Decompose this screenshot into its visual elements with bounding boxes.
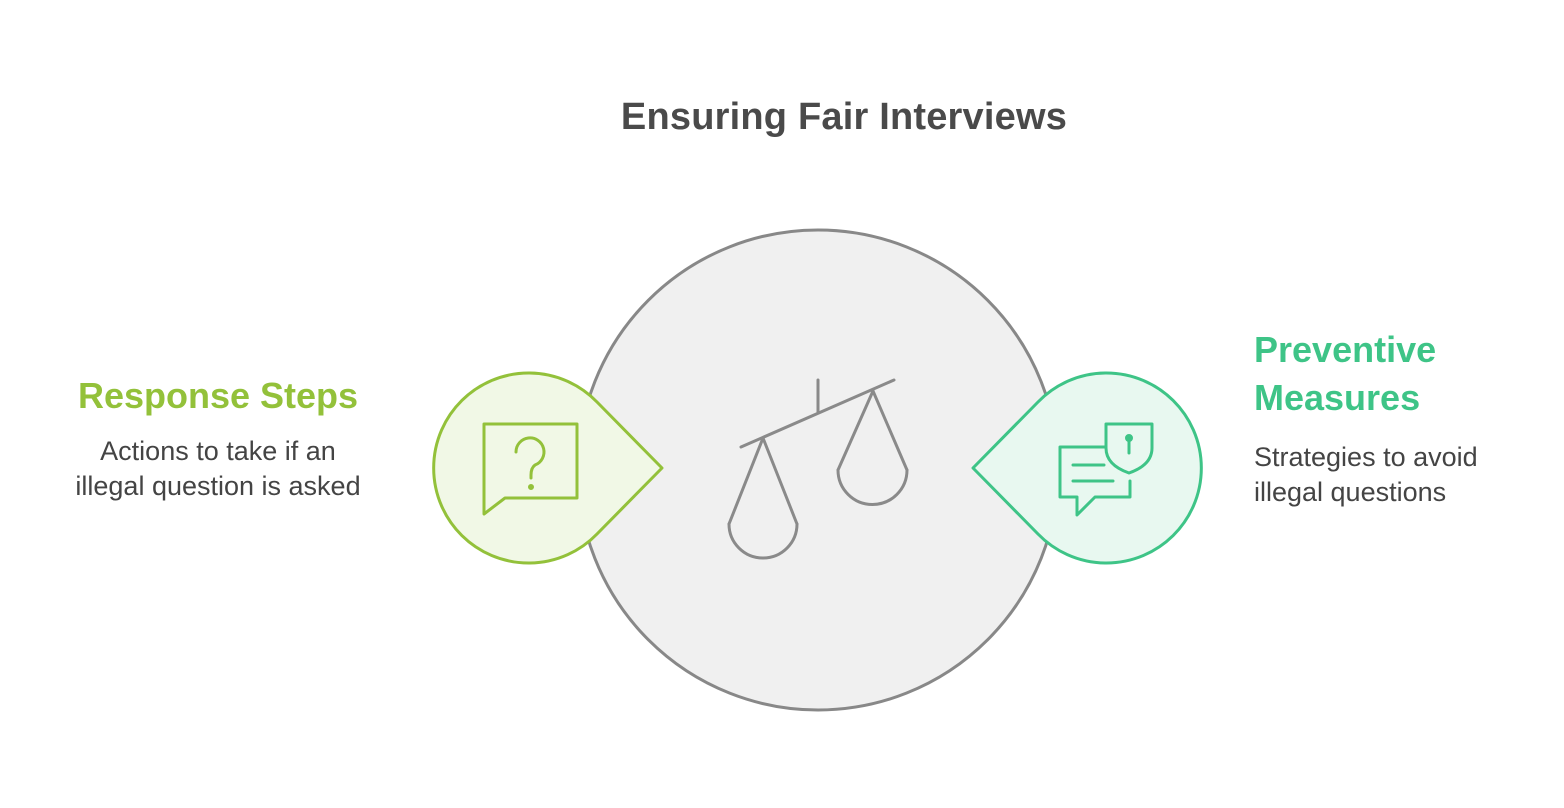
response-steps-block: Response Steps Actions to take if an ill… xyxy=(40,372,396,504)
preventive-measures-block: Preventive Measures Strategies to avoid … xyxy=(1254,326,1554,510)
chat-shield-lock-icon xyxy=(1058,422,1154,517)
response-steps-description: Actions to take if an illegal question i… xyxy=(40,434,396,504)
response-steps-heading: Response Steps xyxy=(77,375,359,416)
response-steps-description-line-2: illegal question is asked xyxy=(75,471,361,501)
preventive-measures-heading-line-1: Preventive xyxy=(1254,329,1437,370)
preventive-measures-heading: Preventive Measures xyxy=(1254,326,1554,422)
preventive-measures-description-line-2: illegal questions xyxy=(1254,477,1447,507)
preventive-measures-description-line-1: Strategies to avoid xyxy=(1254,442,1478,472)
response-steps-shape xyxy=(432,371,664,565)
preventive-measures-heading-line-2: Measures xyxy=(1254,377,1421,418)
diagram-title: Ensuring Fair Interviews xyxy=(620,96,1068,138)
preventive-measures-shape xyxy=(971,371,1203,565)
preventive-measures-description: Strategies to avoid illegal questions xyxy=(1254,440,1554,510)
question-speech-bubble-icon xyxy=(482,422,579,516)
response-steps-description-line-1: Actions to take if an xyxy=(100,436,336,466)
balance-scale-icon xyxy=(727,378,909,560)
